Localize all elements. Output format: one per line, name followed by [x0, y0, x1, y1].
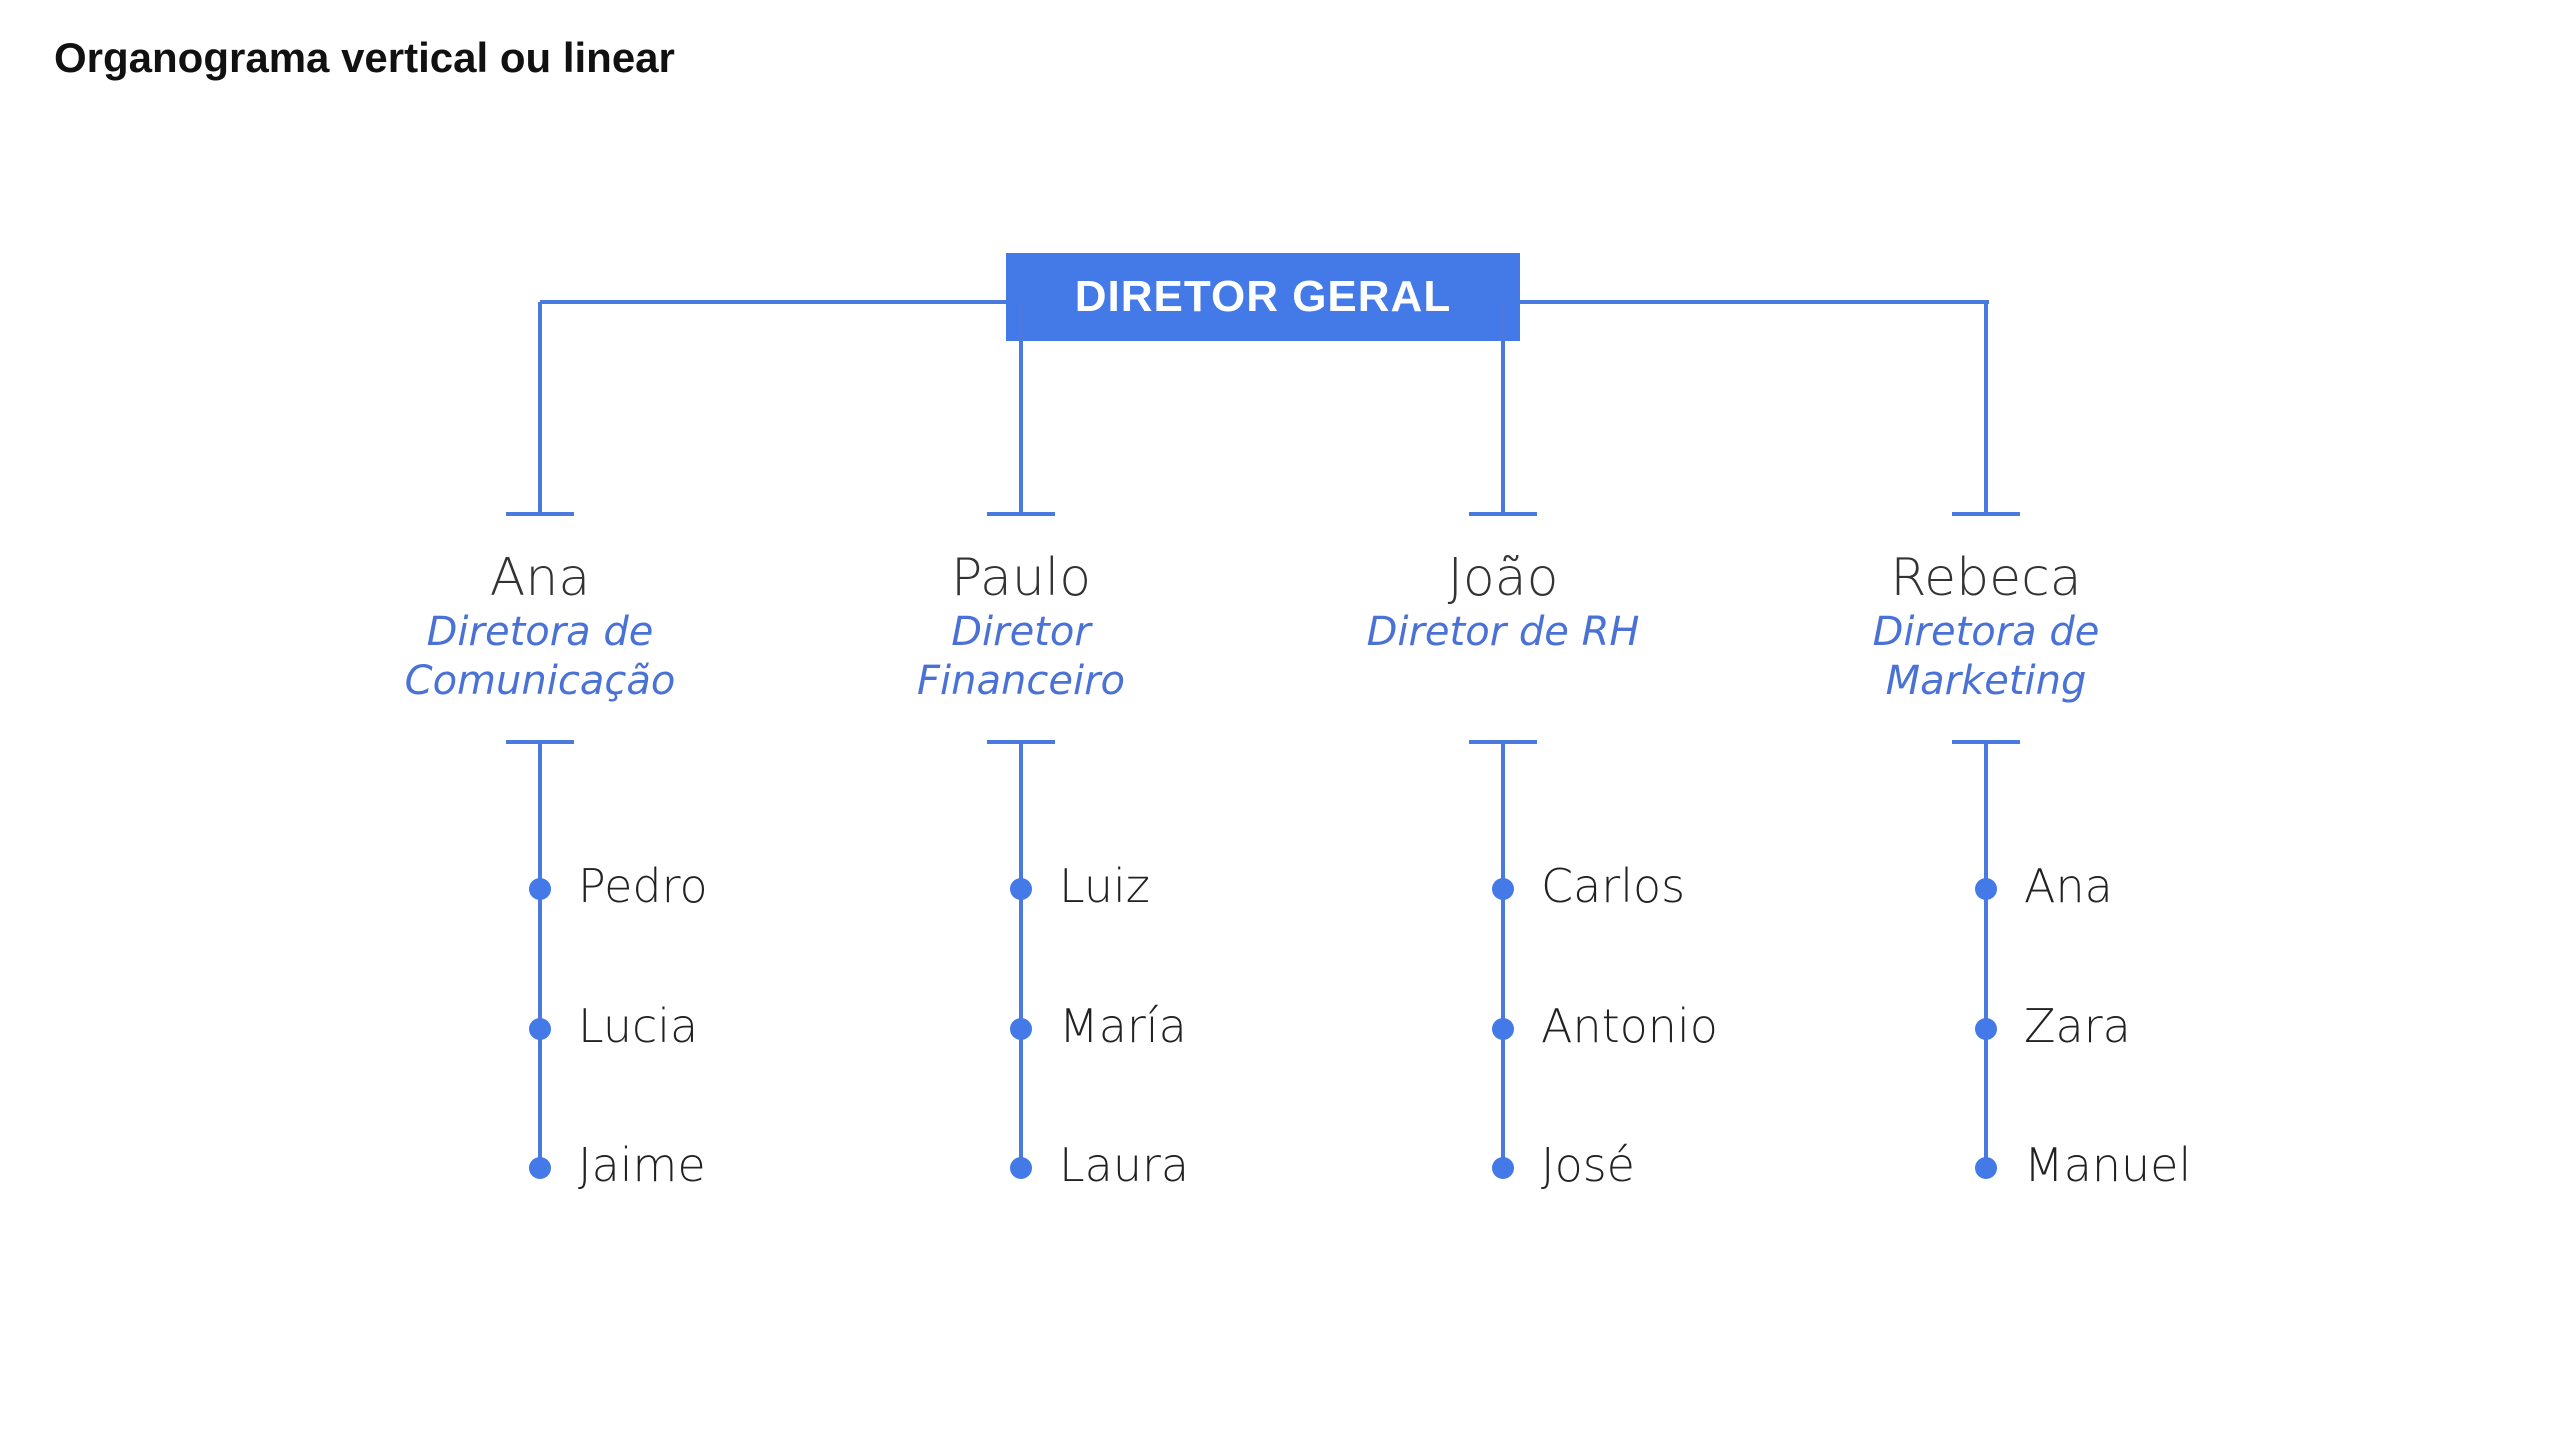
member-dot [1492, 878, 1514, 900]
department-head-role: Diretor Financeiro [917, 609, 1125, 704]
department-head-name: Rebeca [1890, 548, 2082, 608]
department-head-name: Paulo [950, 548, 1092, 608]
connector-vertical [1984, 302, 1988, 514]
member-name: Antonio [1541, 999, 1718, 1053]
director-general-node: DIRETOR GERAL [1006, 253, 1520, 341]
member-name: José [1541, 1138, 1635, 1192]
member-dot [529, 1018, 551, 1040]
member-name: María [1059, 999, 1187, 1053]
member-connector-vertical [538, 742, 542, 1170]
member-dot [1010, 1018, 1032, 1040]
department-head-role: Diretor de RH [1366, 609, 1640, 655]
member-name: Carlos [1541, 859, 1686, 913]
member-dot [1492, 1018, 1514, 1040]
department-head-role: Diretora de Marketing [1872, 609, 2100, 704]
member-name: Zara [2024, 999, 2131, 1053]
member-name: Jaime [578, 1138, 706, 1192]
member-dot [1975, 878, 1997, 900]
member-connector-vertical [1501, 742, 1505, 1170]
connector-vertical [1019, 302, 1023, 514]
member-name: Manuel [2024, 1138, 2192, 1192]
member-dot [1975, 1018, 1997, 1040]
connector-t-bar [987, 512, 1055, 516]
member-dot [1975, 1157, 1997, 1179]
member-connector-vertical [1984, 742, 1988, 1170]
connector-t-bar [1469, 512, 1537, 516]
member-dot [1010, 1157, 1032, 1179]
connector-t-bar [506, 512, 574, 516]
member-dot [1492, 1157, 1514, 1179]
connector-t-bar [1952, 512, 2020, 516]
member-name: Laura [1059, 1138, 1190, 1192]
member-name: Lucia [578, 999, 699, 1053]
member-name: Luiz [1059, 859, 1150, 913]
connector-vertical [1501, 302, 1505, 514]
member-dot [1010, 878, 1032, 900]
member-name: Pedro [578, 859, 708, 913]
connector-vertical [538, 302, 542, 514]
department-head-name: João [1447, 548, 1559, 608]
department-head-name: Ana [489, 548, 591, 608]
member-dot [529, 1157, 551, 1179]
director-general-label: DIRETOR GERAL [1074, 272, 1452, 321]
member-dot [529, 878, 551, 900]
page-title: Organograma vertical ou linear [54, 34, 675, 81]
department-head-role: Diretora de Comunicação [404, 609, 676, 704]
member-name: Ana [2024, 859, 2113, 913]
member-connector-vertical [1019, 742, 1023, 1170]
